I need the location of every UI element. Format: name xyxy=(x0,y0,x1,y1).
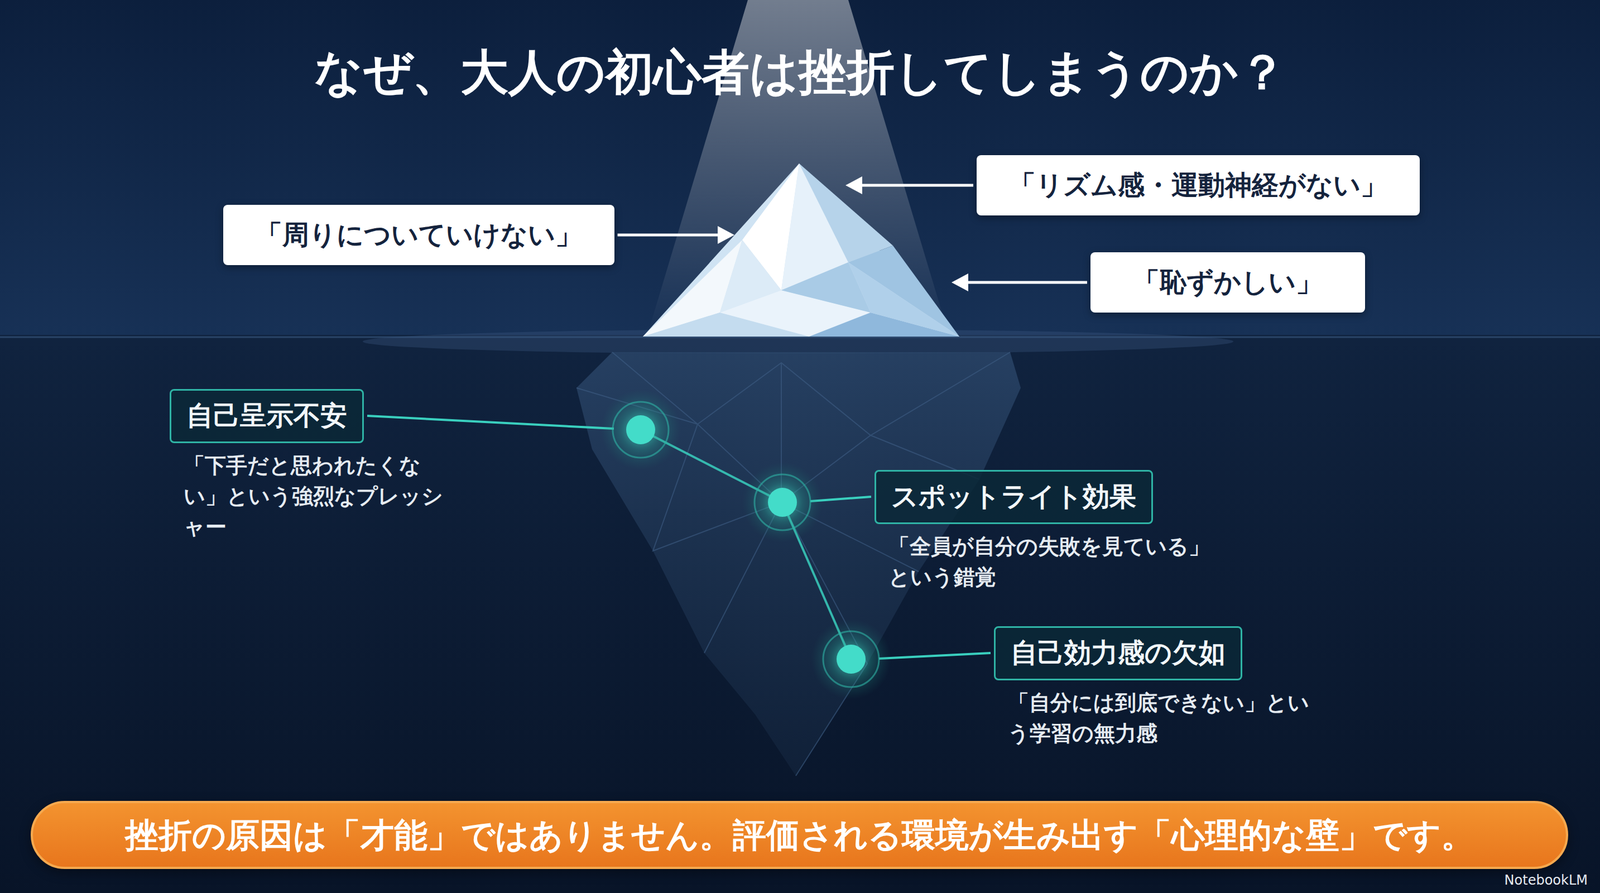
box-text: 自己呈示不安 xyxy=(186,399,348,432)
conclusion-band: 挫折の原因は「才能」ではありません。評価される環境が生み出す「心理的な壁」です。 xyxy=(30,800,1569,869)
watermark: NotebookLM xyxy=(1504,872,1588,889)
leader-arrowhead xyxy=(717,226,735,244)
box-text: 「周りについていけない」 xyxy=(255,218,583,252)
cause-description: 「自分には到底できない」という学習の無力感 xyxy=(1007,687,1315,749)
leader-line xyxy=(878,652,991,659)
box-text: 「恥ずかしい」 xyxy=(1132,266,1323,299)
box-text: 挫折の原因は「才能」ではありません。評価される環境が生み出す「心理的な壁」です。 xyxy=(125,814,1475,855)
leader-line xyxy=(367,415,614,429)
leader-arrowhead xyxy=(845,176,863,195)
leader-line xyxy=(617,233,719,237)
leader-arrowhead xyxy=(951,273,969,292)
cause-box: スポットライト効果「全員が自分の失敗を見ている」という錯覚 xyxy=(874,469,1153,525)
cause-box: 自己呈示不安「下手だと思われたくない」という強烈なプレッシャー xyxy=(169,388,364,444)
thought-box: 「恥ずかしい」 xyxy=(1090,252,1366,313)
cause-description: 「全員が自分の失敗を見ている」という錯覚 xyxy=(888,531,1219,593)
thought-box: 「リズム感・運動神経がない」 xyxy=(976,155,1420,216)
box-text: スポットライト効果 xyxy=(891,480,1137,513)
box-text: 自己効力感の欠如 xyxy=(1010,636,1226,670)
cause-description: 「下手だと思われたくない」という強烈なプレッシャー xyxy=(183,450,446,543)
box-text: 「リズム感・運動神経がない」 xyxy=(1008,169,1388,202)
diagram-title: なぜ、大人の初心者は挫折してしまうのか？ xyxy=(0,43,1600,102)
cause-box: 自己効力感の欠如「自分には到底できない」という学習の無力感 xyxy=(993,626,1243,681)
leader-line xyxy=(968,281,1088,285)
thought-box: 「周りについていけない」 xyxy=(223,204,615,266)
leader-line xyxy=(862,184,974,187)
